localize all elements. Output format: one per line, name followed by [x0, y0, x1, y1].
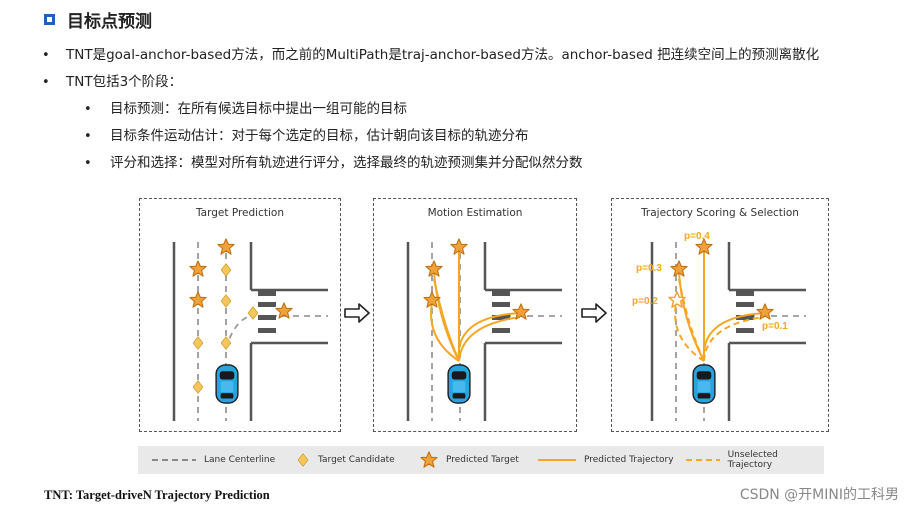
sub-bullet-text: 评分和选择：模型对所有轨迹进行评分，选择最终的轨迹预测集并分配似然分数	[110, 155, 583, 171]
legend-label: Lane Centerline	[204, 455, 276, 465]
panel-trajectory-scoring: Trajectory Scoring & Selection p=0.4 p=0…	[611, 198, 829, 432]
bullet-dot-icon: •	[42, 48, 50, 63]
bullet-dot-icon: •	[84, 102, 92, 117]
predicted-target-icon	[217, 238, 235, 255]
bullet-text: TNT是goal-anchor-based方法，而之前的MultiPath是tr…	[66, 47, 820, 63]
page-title-row: 目标点预测	[44, 6, 152, 32]
legend-predicted-trajectory: Predicted Trajectory	[538, 446, 674, 474]
sub-bullet-text: 目标条件运动估计：对于每个选定的目标，估计朝向该目标的轨迹分布	[110, 128, 529, 144]
probability-label: p=0.4	[684, 231, 710, 242]
flow-arrow-icon	[580, 303, 608, 327]
diagram-legend: Lane Centerline Target Candidate Predict…	[138, 446, 824, 474]
probability-label: p=0.3	[636, 263, 662, 274]
ego-car-icon	[215, 364, 239, 404]
predicted-target-icon	[189, 291, 207, 308]
legend-label: Unselected Trajectory	[727, 450, 778, 470]
page-title: 目标点预测	[67, 11, 152, 32]
legend-label: Target Candidate	[318, 455, 395, 465]
unselected-trajectory-icon	[686, 459, 720, 461]
probability-label: p=0.1	[762, 321, 788, 332]
bullet-list: • TNT是goal-anchor-based方法，而之前的MultiPath是t…	[40, 42, 900, 177]
sub-bullet-text: 目标预测：在所有候选目标中提出一组可能的目标	[110, 101, 407, 117]
bullet-dot-icon: •	[42, 75, 50, 90]
target-candidate-icon	[220, 336, 232, 350]
target-candidate-icon	[192, 336, 204, 350]
legend-label: Predicted Target	[446, 455, 519, 465]
bullet-dot-icon: •	[84, 156, 92, 171]
sub-bullet-item: • 目标预测：在所有候选目标中提出一组可能的目标	[40, 96, 900, 123]
predicted-target-icon	[420, 451, 438, 468]
ego-car-icon	[692, 364, 716, 404]
target-candidate-icon	[247, 306, 259, 320]
sub-bullet-item: • 评分和选择：模型对所有轨迹进行评分，选择最终的轨迹预测集并分配似然分数	[40, 150, 900, 177]
bullet-item: • TNT是goal-anchor-based方法，而之前的MultiPath是t…	[40, 42, 900, 69]
motion-estimation-diagram	[406, 238, 564, 423]
legend-label: Predicted Trajectory	[584, 455, 674, 465]
predicted-trajectory-icon	[538, 459, 576, 461]
trajectory-scoring-diagram: p=0.4 p=0.3 p=0.2 p=0.1	[632, 231, 808, 423]
ego-car-icon	[447, 364, 471, 404]
predicted-target-icon	[189, 260, 207, 277]
legend-target-candidate: Target Candidate	[296, 446, 395, 474]
flow-arrow-icon	[343, 303, 371, 327]
legend-unselected-trajectory: Unselected Trajectory	[686, 446, 824, 474]
figure-caption: TNT: Target-driveN Trajectory Prediction	[44, 488, 270, 502]
panel-motion-estimation: Motion Estimation	[373, 198, 577, 432]
bullet-dot-icon: •	[84, 129, 92, 144]
target-prediction-diagram	[172, 238, 330, 423]
lane-centerline-icon	[152, 459, 196, 461]
sub-bullet-item: • 目标条件运动估计：对于每个选定的目标，估计朝向该目标的轨迹分布	[40, 123, 900, 150]
target-candidate-icon	[220, 294, 232, 308]
panel-title: Target Prediction	[196, 207, 284, 219]
panel-title: Motion Estimation	[427, 207, 523, 219]
target-candidate-icon	[220, 263, 232, 277]
bullet-item: • TNT包括3个阶段：	[40, 69, 900, 96]
probability-label: p=0.2	[632, 296, 658, 307]
watermark-text: CSDN @开MINI的工科男	[739, 487, 899, 503]
target-candidate-icon	[297, 453, 309, 467]
panel-title: Trajectory Scoring & Selection	[641, 207, 799, 219]
predicted-target-icon	[756, 303, 774, 320]
panel-target-prediction: Target Prediction	[139, 198, 341, 432]
target-candidate-icon	[192, 380, 204, 394]
bullet-text: TNT包括3个阶段：	[66, 74, 183, 90]
legend-predicted-target: Predicted Target	[420, 446, 519, 474]
title-square-icon	[44, 13, 55, 25]
legend-lane-centerline: Lane Centerline	[152, 446, 275, 474]
